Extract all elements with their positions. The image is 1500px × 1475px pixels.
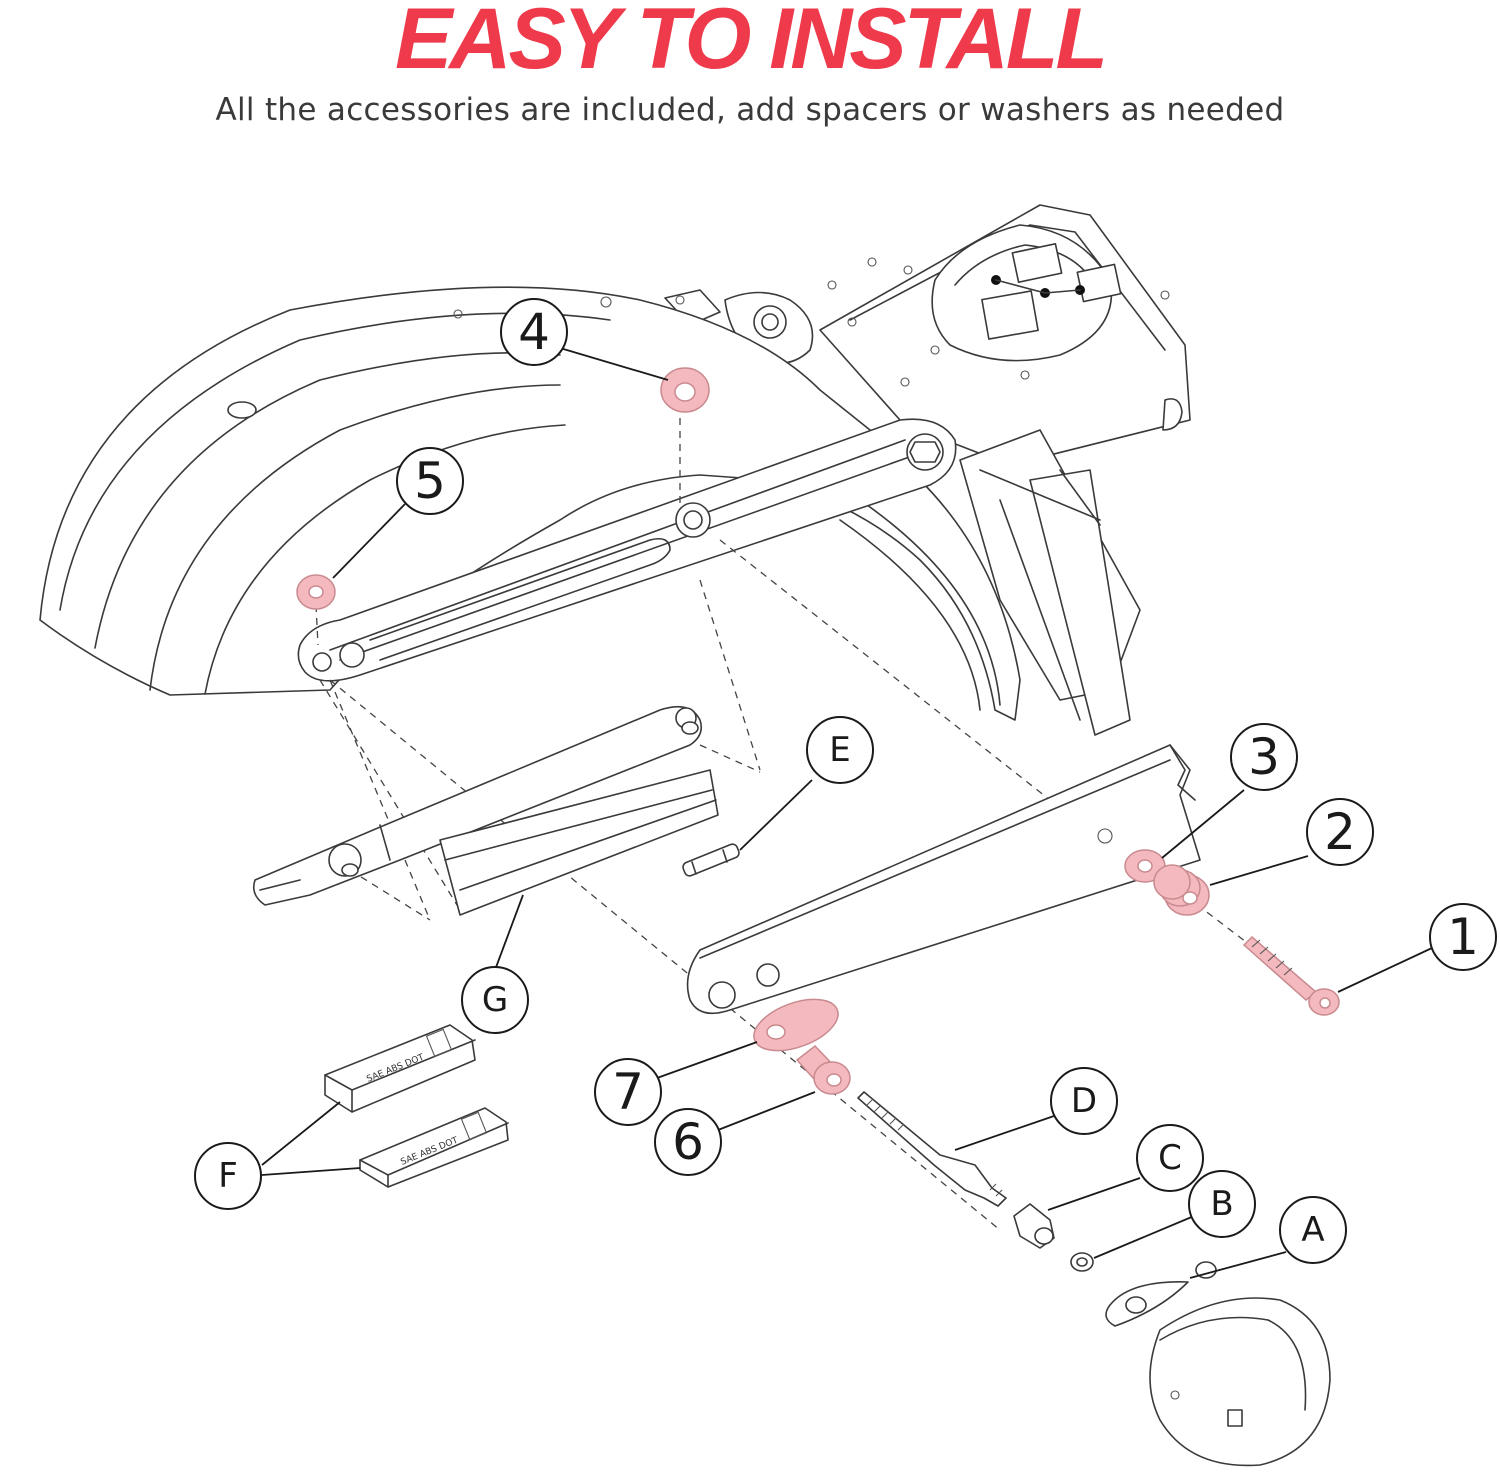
rear-frame	[664, 204, 1191, 736]
part-1-bolt	[1242, 935, 1340, 1016]
bracket-g	[252, 705, 719, 916]
page-subtitle: All the accessories are included, add sp…	[215, 92, 1285, 128]
svg-text:2: 2	[1324, 803, 1356, 861]
svg-text:D: D	[1071, 1081, 1097, 1121]
fender-strut	[297, 418, 957, 682]
highlighted-parts	[296, 367, 1340, 1095]
svg-text:F: F	[218, 1156, 238, 1196]
callout-1: 1	[1429, 903, 1497, 971]
callout-3: 3	[1230, 723, 1298, 791]
callout-7: 7	[594, 1058, 662, 1126]
callout-c: C	[1136, 1124, 1204, 1192]
svg-text:5: 5	[414, 452, 446, 510]
svg-text:3: 3	[1248, 728, 1280, 786]
rear-fender	[39, 286, 1021, 721]
callout-4: 4	[500, 298, 568, 366]
svg-text:E: E	[829, 730, 850, 770]
part-6-bushing	[795, 1044, 851, 1095]
svg-text:B: B	[1210, 1184, 1233, 1224]
svg-text:7: 7	[612, 1063, 644, 1121]
callout-b: B	[1188, 1170, 1256, 1238]
callout-a: A	[1279, 1196, 1347, 1264]
page-title: EASY TO INSTALL	[395, 0, 1108, 87]
svg-text:1: 1	[1447, 908, 1479, 966]
alignment-lines	[315, 405, 1251, 1231]
reflector-plates-f: SAE ABS DOT SAE ABS DOT	[324, 1024, 509, 1188]
svg-text:4: 4	[518, 303, 550, 361]
fuse-e	[682, 843, 740, 877]
callout-6: 6	[654, 1108, 722, 1176]
svg-text:A: A	[1301, 1210, 1324, 1250]
callout-e: E	[806, 716, 874, 784]
callout-leaders	[261, 347, 1433, 1279]
mounting-arm	[686, 744, 1201, 1015]
callout-2: 2	[1306, 798, 1374, 866]
lamp-hardware	[857, 1091, 1331, 1467]
svg-text:C: C	[1158, 1138, 1182, 1178]
callout-d: D	[1050, 1067, 1118, 1135]
svg-text:G: G	[482, 980, 508, 1020]
callout-5: 5	[396, 447, 464, 515]
svg-text:6: 6	[672, 1113, 704, 1171]
callout-g: G	[461, 966, 529, 1034]
part-2-grommet	[1153, 864, 1210, 916]
callout-f: F	[194, 1142, 262, 1210]
